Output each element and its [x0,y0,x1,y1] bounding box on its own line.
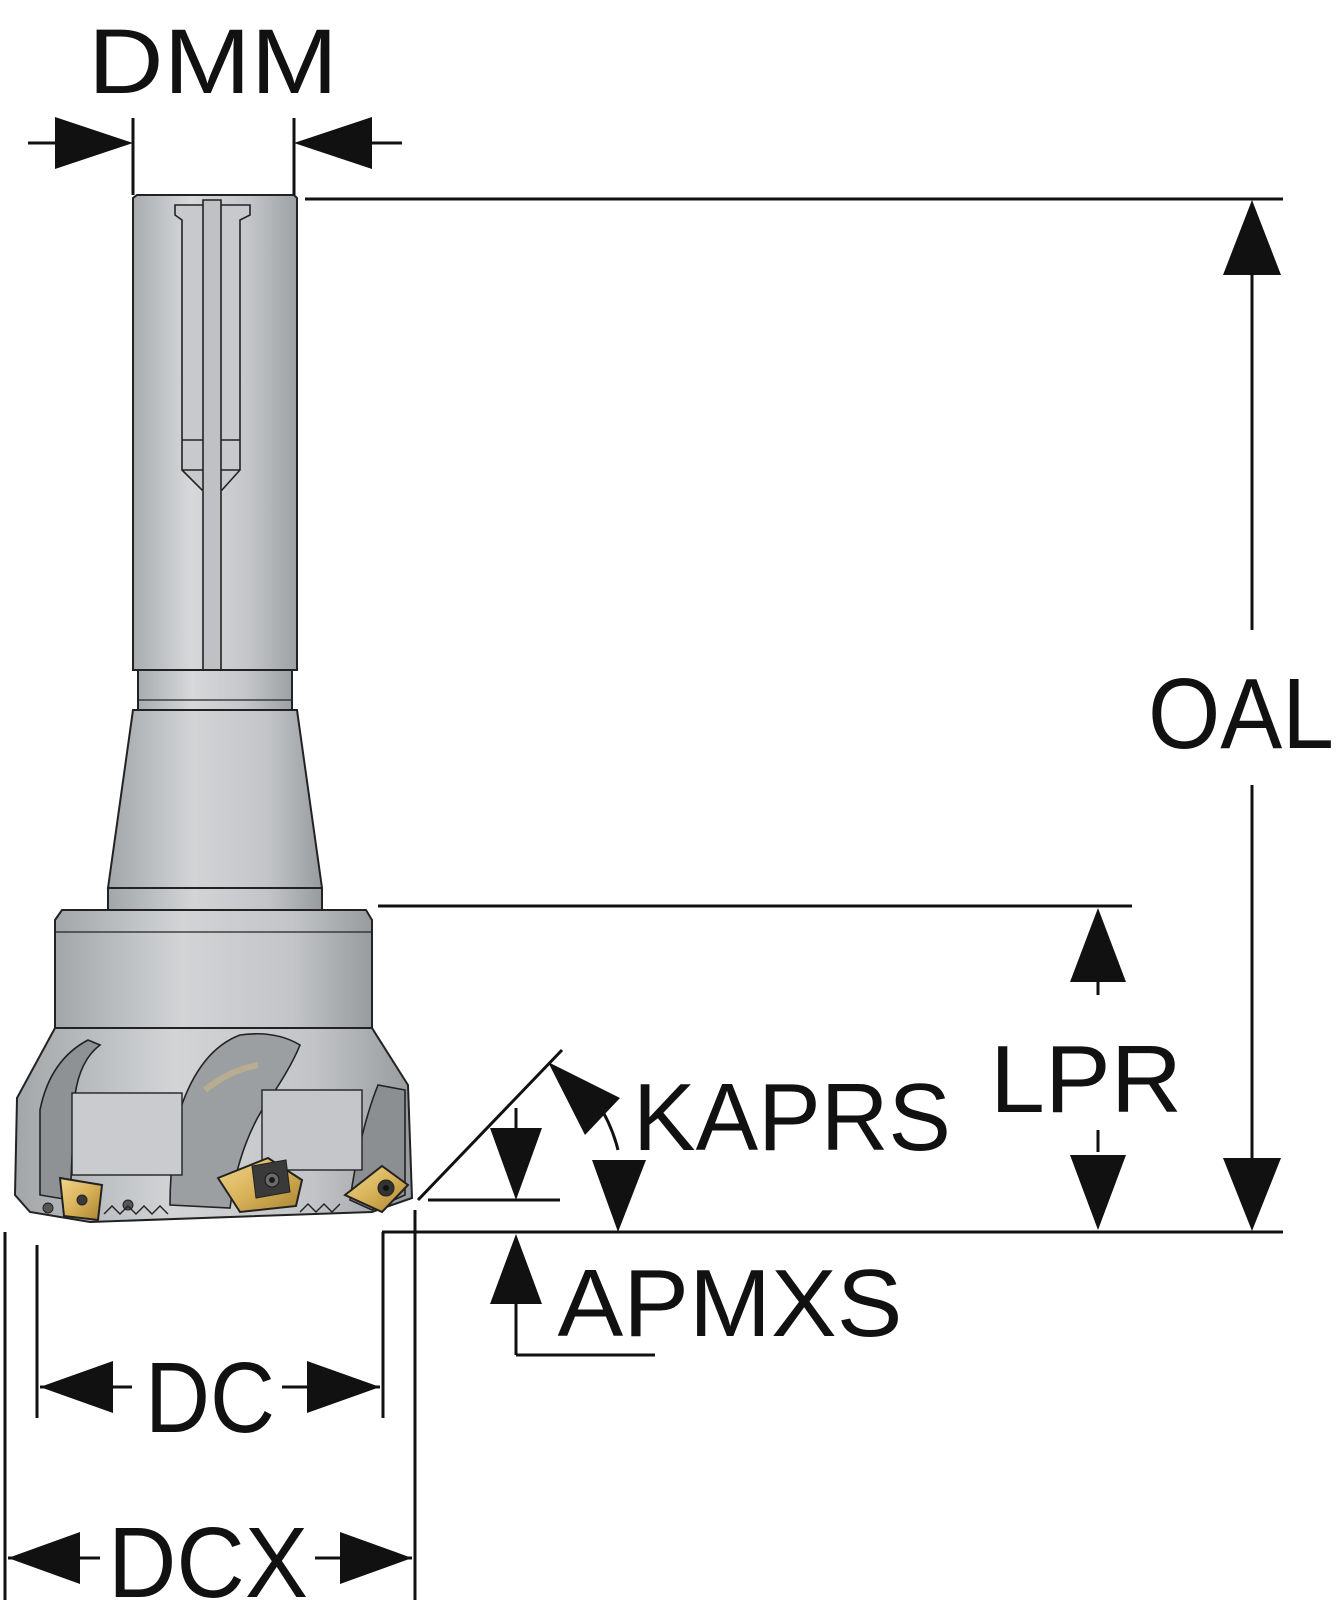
taper [106,709,324,889]
apmxs-label: APMXS [558,1250,903,1357]
apmxs-arrow-upper [490,1128,542,1200]
dmm-label: DMM [88,11,338,113]
chip-gullet-left [39,1039,102,1201]
neck-ring [137,669,293,711]
shank-groove [202,199,222,695]
dcx-arrow-right [340,1532,412,1584]
lpr-arrow-top [1070,908,1126,982]
dcx-arrow-left [8,1532,80,1584]
dc-arrow-right [307,1361,380,1413]
lpr-label: LPR [990,1026,1182,1133]
milling-cutter [13,194,414,1224]
oal-arrow-top [1223,200,1281,275]
apmxs-arrow-lower [490,1234,542,1304]
coolant-hole [42,1202,54,1214]
insert-left [58,1176,104,1222]
oal-label: OAL [1148,658,1334,770]
dcx-label: DCX [108,1507,308,1600]
dmm-arrow-right [294,117,372,169]
kaprs-arrow-lower [592,1160,646,1232]
cutter-body [54,909,373,1029]
oal-arrow-bottom [1223,1158,1281,1231]
insert-right [343,1164,410,1214]
dc-arrow-left [40,1361,113,1413]
kaprs-arrow-upper [548,1062,620,1135]
pocket-face [71,1092,183,1176]
kaprs-label: KAPRS [633,1064,951,1171]
dimension-arrows [8,117,1281,1584]
lpr-arrow-bottom [1070,1155,1126,1230]
dc-label: DC [145,1342,275,1454]
dmm-arrow-left [55,117,133,169]
insert-center [216,1156,304,1214]
